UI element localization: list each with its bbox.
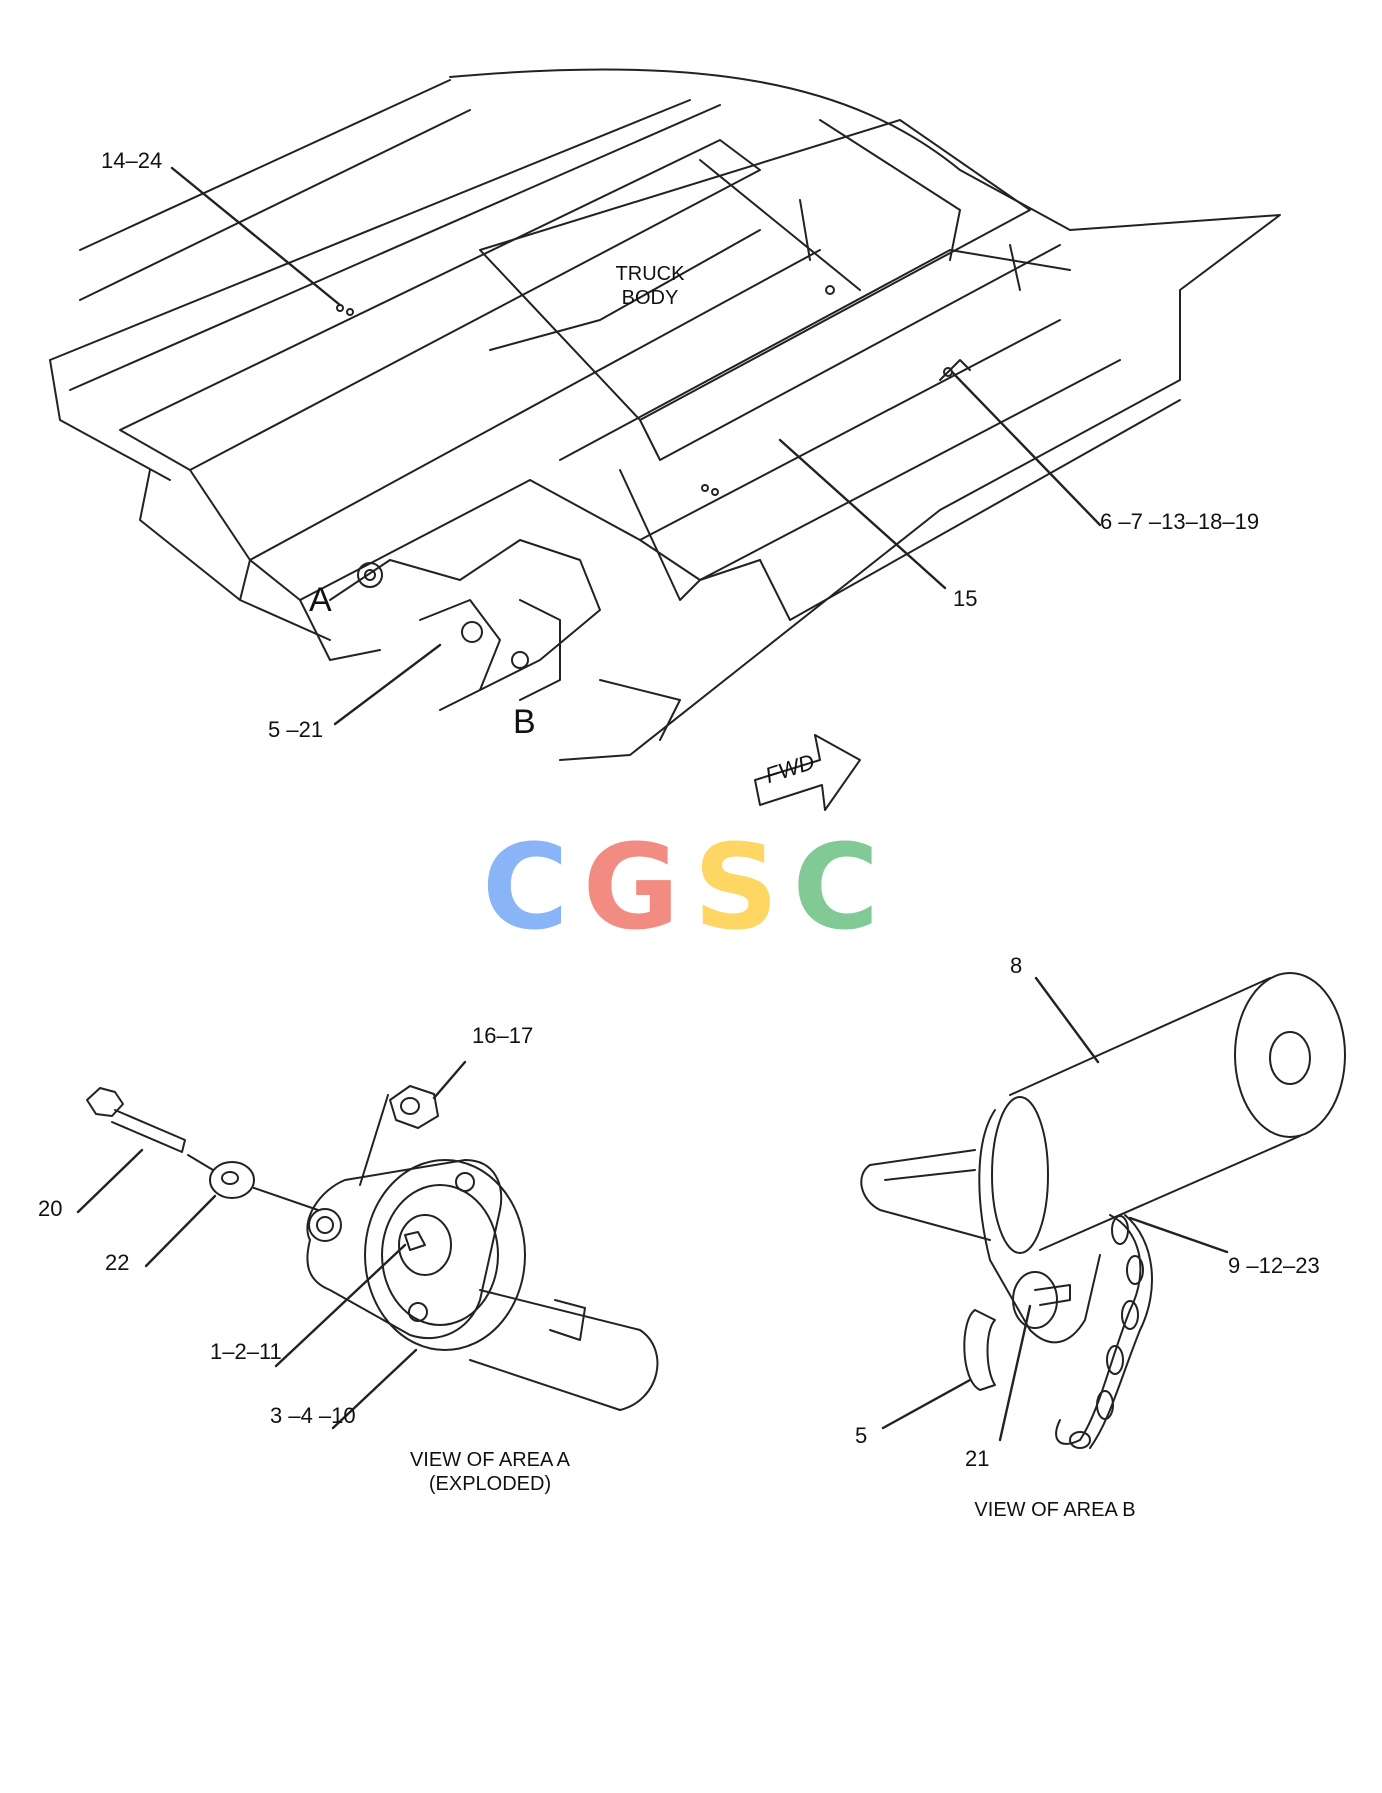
callout-5-21: 5 –21 <box>268 717 324 742</box>
callout-22: 22 <box>105 1250 130 1275</box>
area-a-marker: A <box>309 581 332 619</box>
forward-arrow-icon <box>754 734 861 811</box>
leader-lines-area-a <box>76 1060 467 1430</box>
view-area-a-drawing <box>86 1085 659 1411</box>
watermark-letter-3: S <box>693 818 779 956</box>
callout-15: 15 <box>953 586 978 611</box>
callout-6-7-13-18-19: 6 –7 –13–18–19 <box>1100 509 1260 534</box>
view-area-b-drawing <box>860 972 1346 1449</box>
watermark-letter-4: C <box>792 818 880 956</box>
leader-lines-top <box>170 166 1102 726</box>
callout-9-12-23: 9 –12–23 <box>1228 1253 1320 1278</box>
callout-8: 8 <box>1010 953 1023 978</box>
area-b-marker: B <box>513 703 536 741</box>
callout-14-24: 14–24 <box>101 148 163 173</box>
truck-body-label-line2: BODY <box>621 287 679 309</box>
view-area-b-caption: VIEW OF AREA B <box>974 1499 1136 1521</box>
callout-1-2-11: 1–2–11 <box>210 1339 282 1364</box>
callout-21: 21 <box>965 1446 990 1471</box>
callout-3-4-10: 3 –4 –10 <box>270 1403 356 1428</box>
truck-body-label: TRUCK BODY <box>605 262 695 310</box>
watermark-letter-2: G <box>582 818 680 956</box>
cgsc-watermark-logo: C G S C <box>482 828 902 946</box>
leader-lines-area-b <box>881 976 1229 1442</box>
truck-body-label-line1: TRUCK <box>615 263 685 285</box>
view-area-a-caption-line1: VIEW OF AREA A <box>409 1449 571 1471</box>
view-area-a-caption: VIEW OF AREA A (EXPLODED) <box>380 1448 600 1496</box>
watermark-letter-1: C <box>482 818 569 956</box>
callout-5: 5 <box>855 1423 868 1448</box>
truck-body-frame <box>49 68 1281 761</box>
view-area-a-caption-line2: (EXPLODED) <box>428 1473 552 1495</box>
callout-20: 20 <box>38 1196 63 1221</box>
callout-16-17: 16–17 <box>472 1023 534 1048</box>
